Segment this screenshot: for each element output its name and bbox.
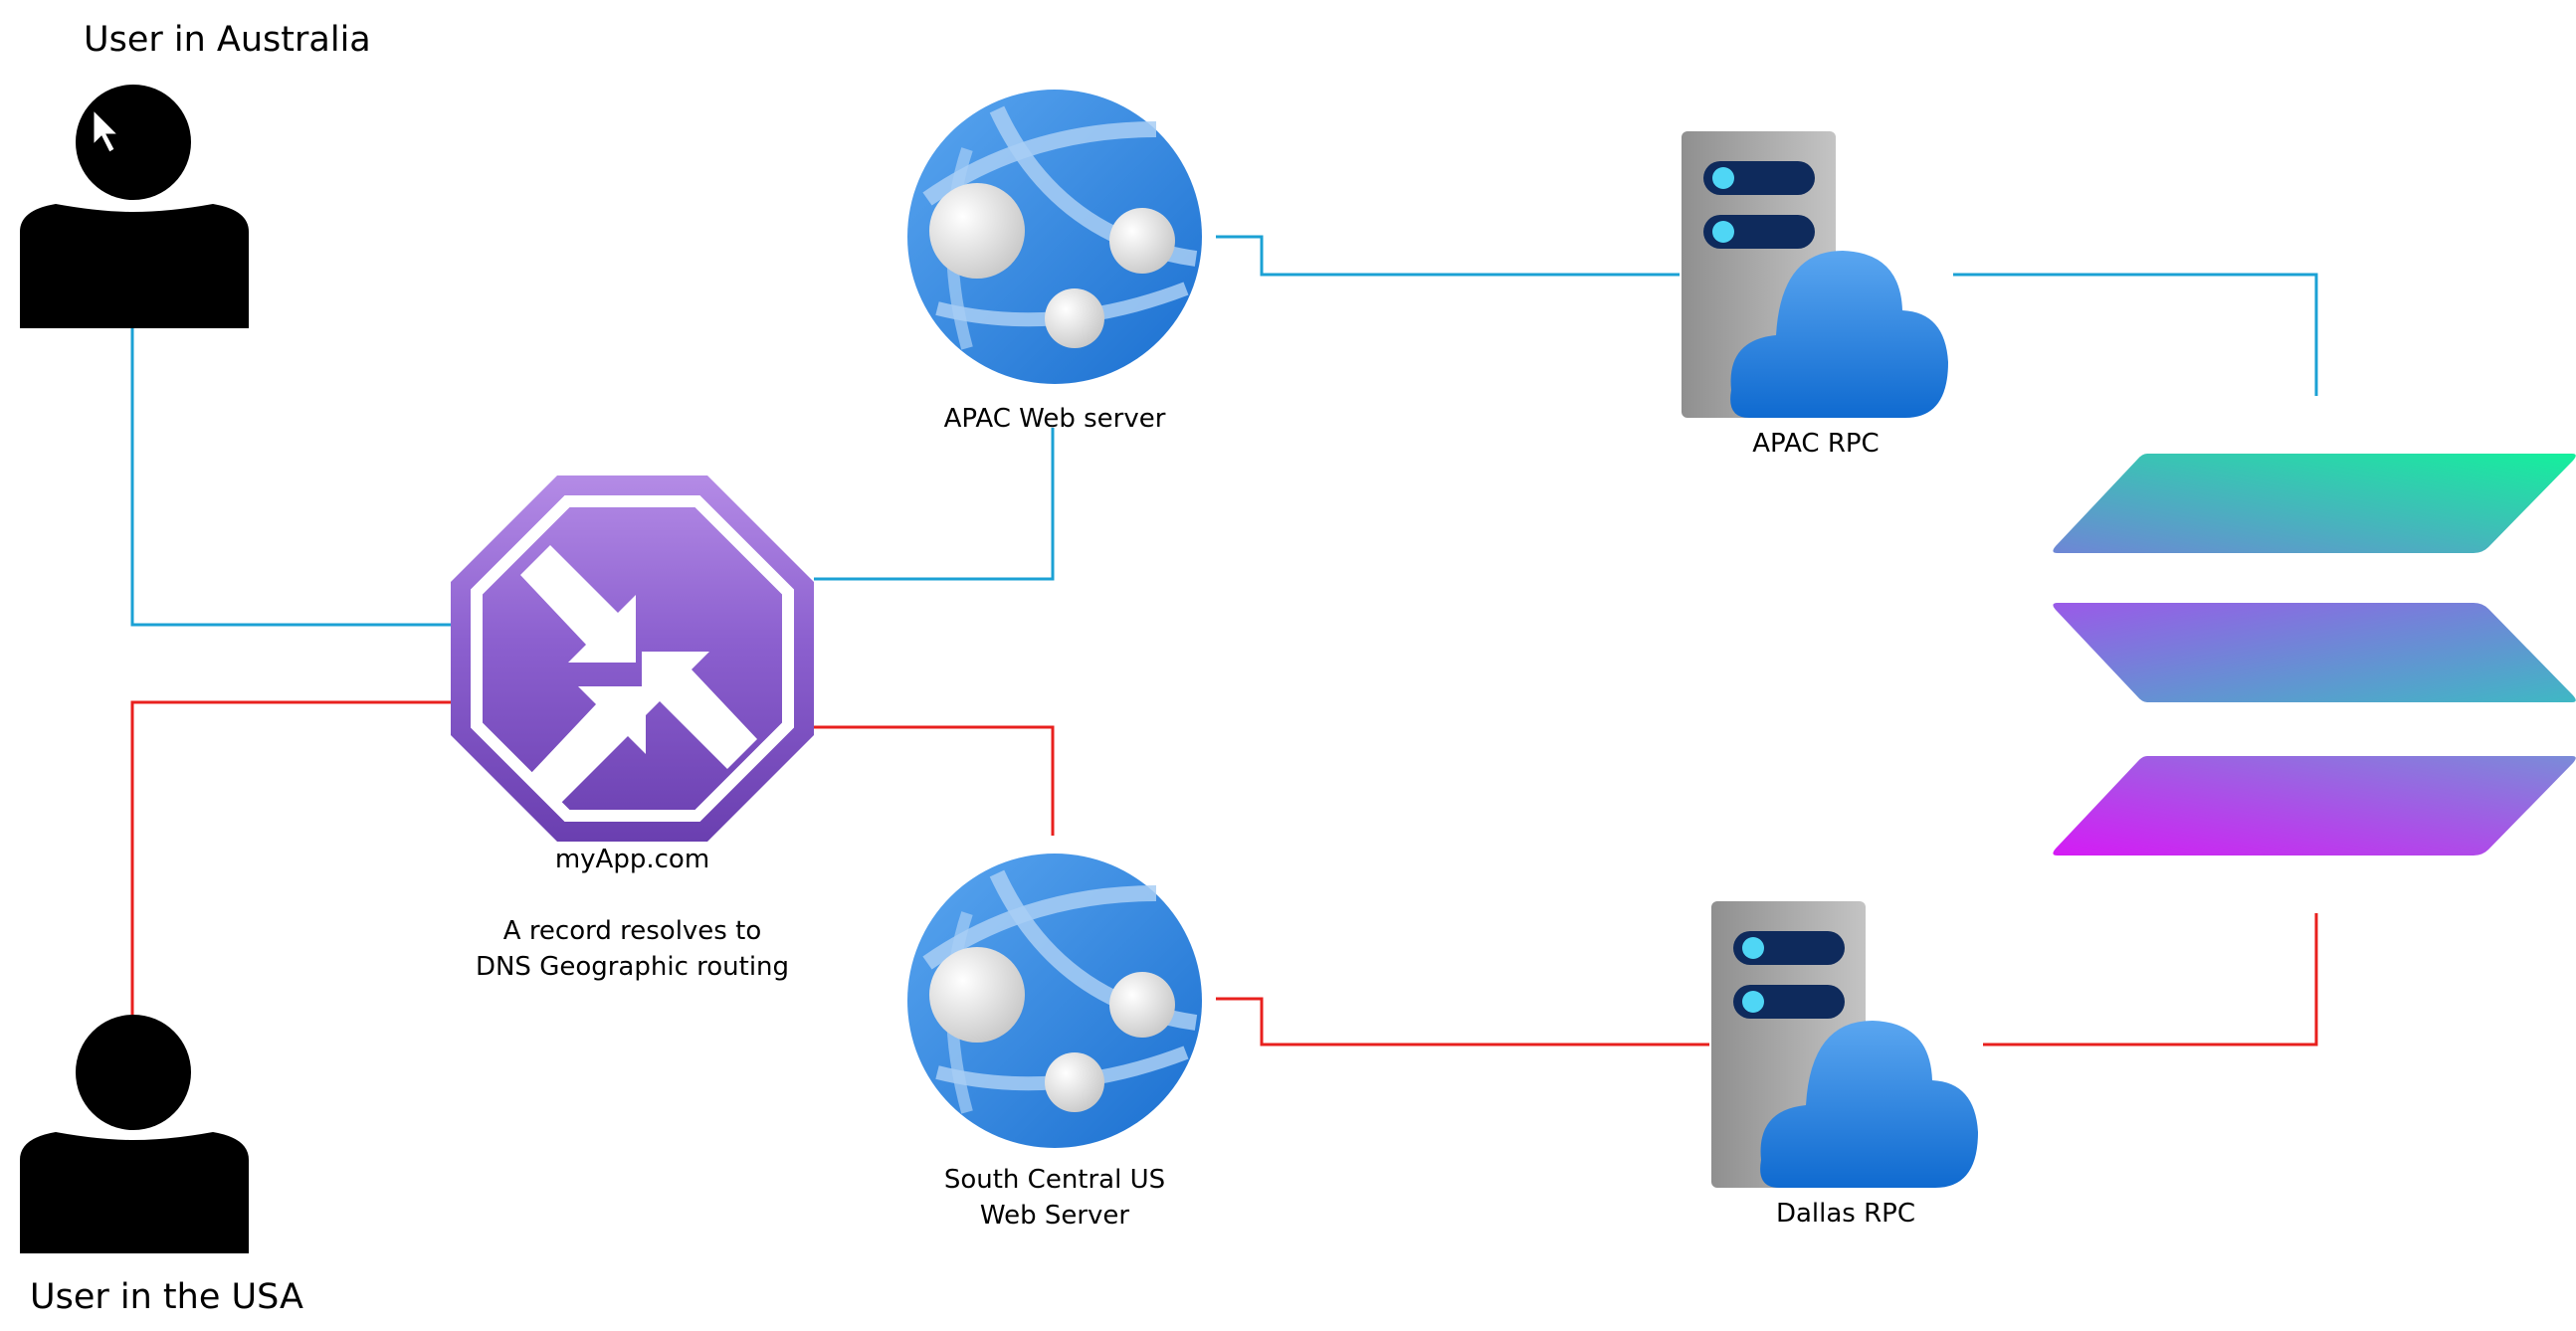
link-apac-webserver-to-apac-rpc bbox=[1216, 235, 1680, 277]
dns-note-line2: DNS Geographic routing bbox=[475, 952, 790, 982]
link-apac-rpc-to-blockchain bbox=[1953, 273, 2318, 396]
australia-user-label: User in Australia bbox=[84, 20, 371, 60]
dallas-rpc-label: Dallas RPC bbox=[1775, 1199, 1916, 1229]
south-central-webserver-label-line1: South Central US bbox=[943, 1165, 1166, 1195]
dallas-cloud-server-icon bbox=[1711, 901, 1978, 1188]
link-dns-to-apac-webserver bbox=[814, 428, 1055, 581]
south-central-webserver-label-line2: Web Server bbox=[979, 1201, 1130, 1231]
link-usa-user-to-dns bbox=[130, 700, 451, 1015]
apac-cloud-server-icon bbox=[1682, 131, 1948, 418]
solana-logo-icon bbox=[2053, 454, 2576, 856]
link-australia-user-to-dns bbox=[130, 328, 451, 627]
apac-rpc-label: APAC RPC bbox=[1752, 429, 1880, 459]
traffic-manager-icon bbox=[451, 475, 814, 842]
link-dns-to-south-central-webserver bbox=[814, 725, 1055, 836]
link-south-central-webserver-to-dallas-rpc bbox=[1216, 997, 1709, 1046]
australia-person-icon bbox=[20, 85, 249, 328]
mouse-cursor-icon bbox=[93, 108, 119, 153]
dns-name-label: myApp.com bbox=[554, 845, 710, 874]
south-central-web-app-globe-icon bbox=[907, 854, 1202, 1148]
usa-person-icon bbox=[20, 1015, 249, 1253]
link-dallas-rpc-to-blockchain bbox=[1983, 913, 2318, 1046]
apac-web-app-globe-icon bbox=[907, 90, 1202, 384]
apac-webserver-label: APAC Web server bbox=[943, 404, 1166, 434]
usa-user-label: User in the USA bbox=[30, 1277, 303, 1317]
dns-note-line1: A record resolves to bbox=[502, 916, 762, 946]
